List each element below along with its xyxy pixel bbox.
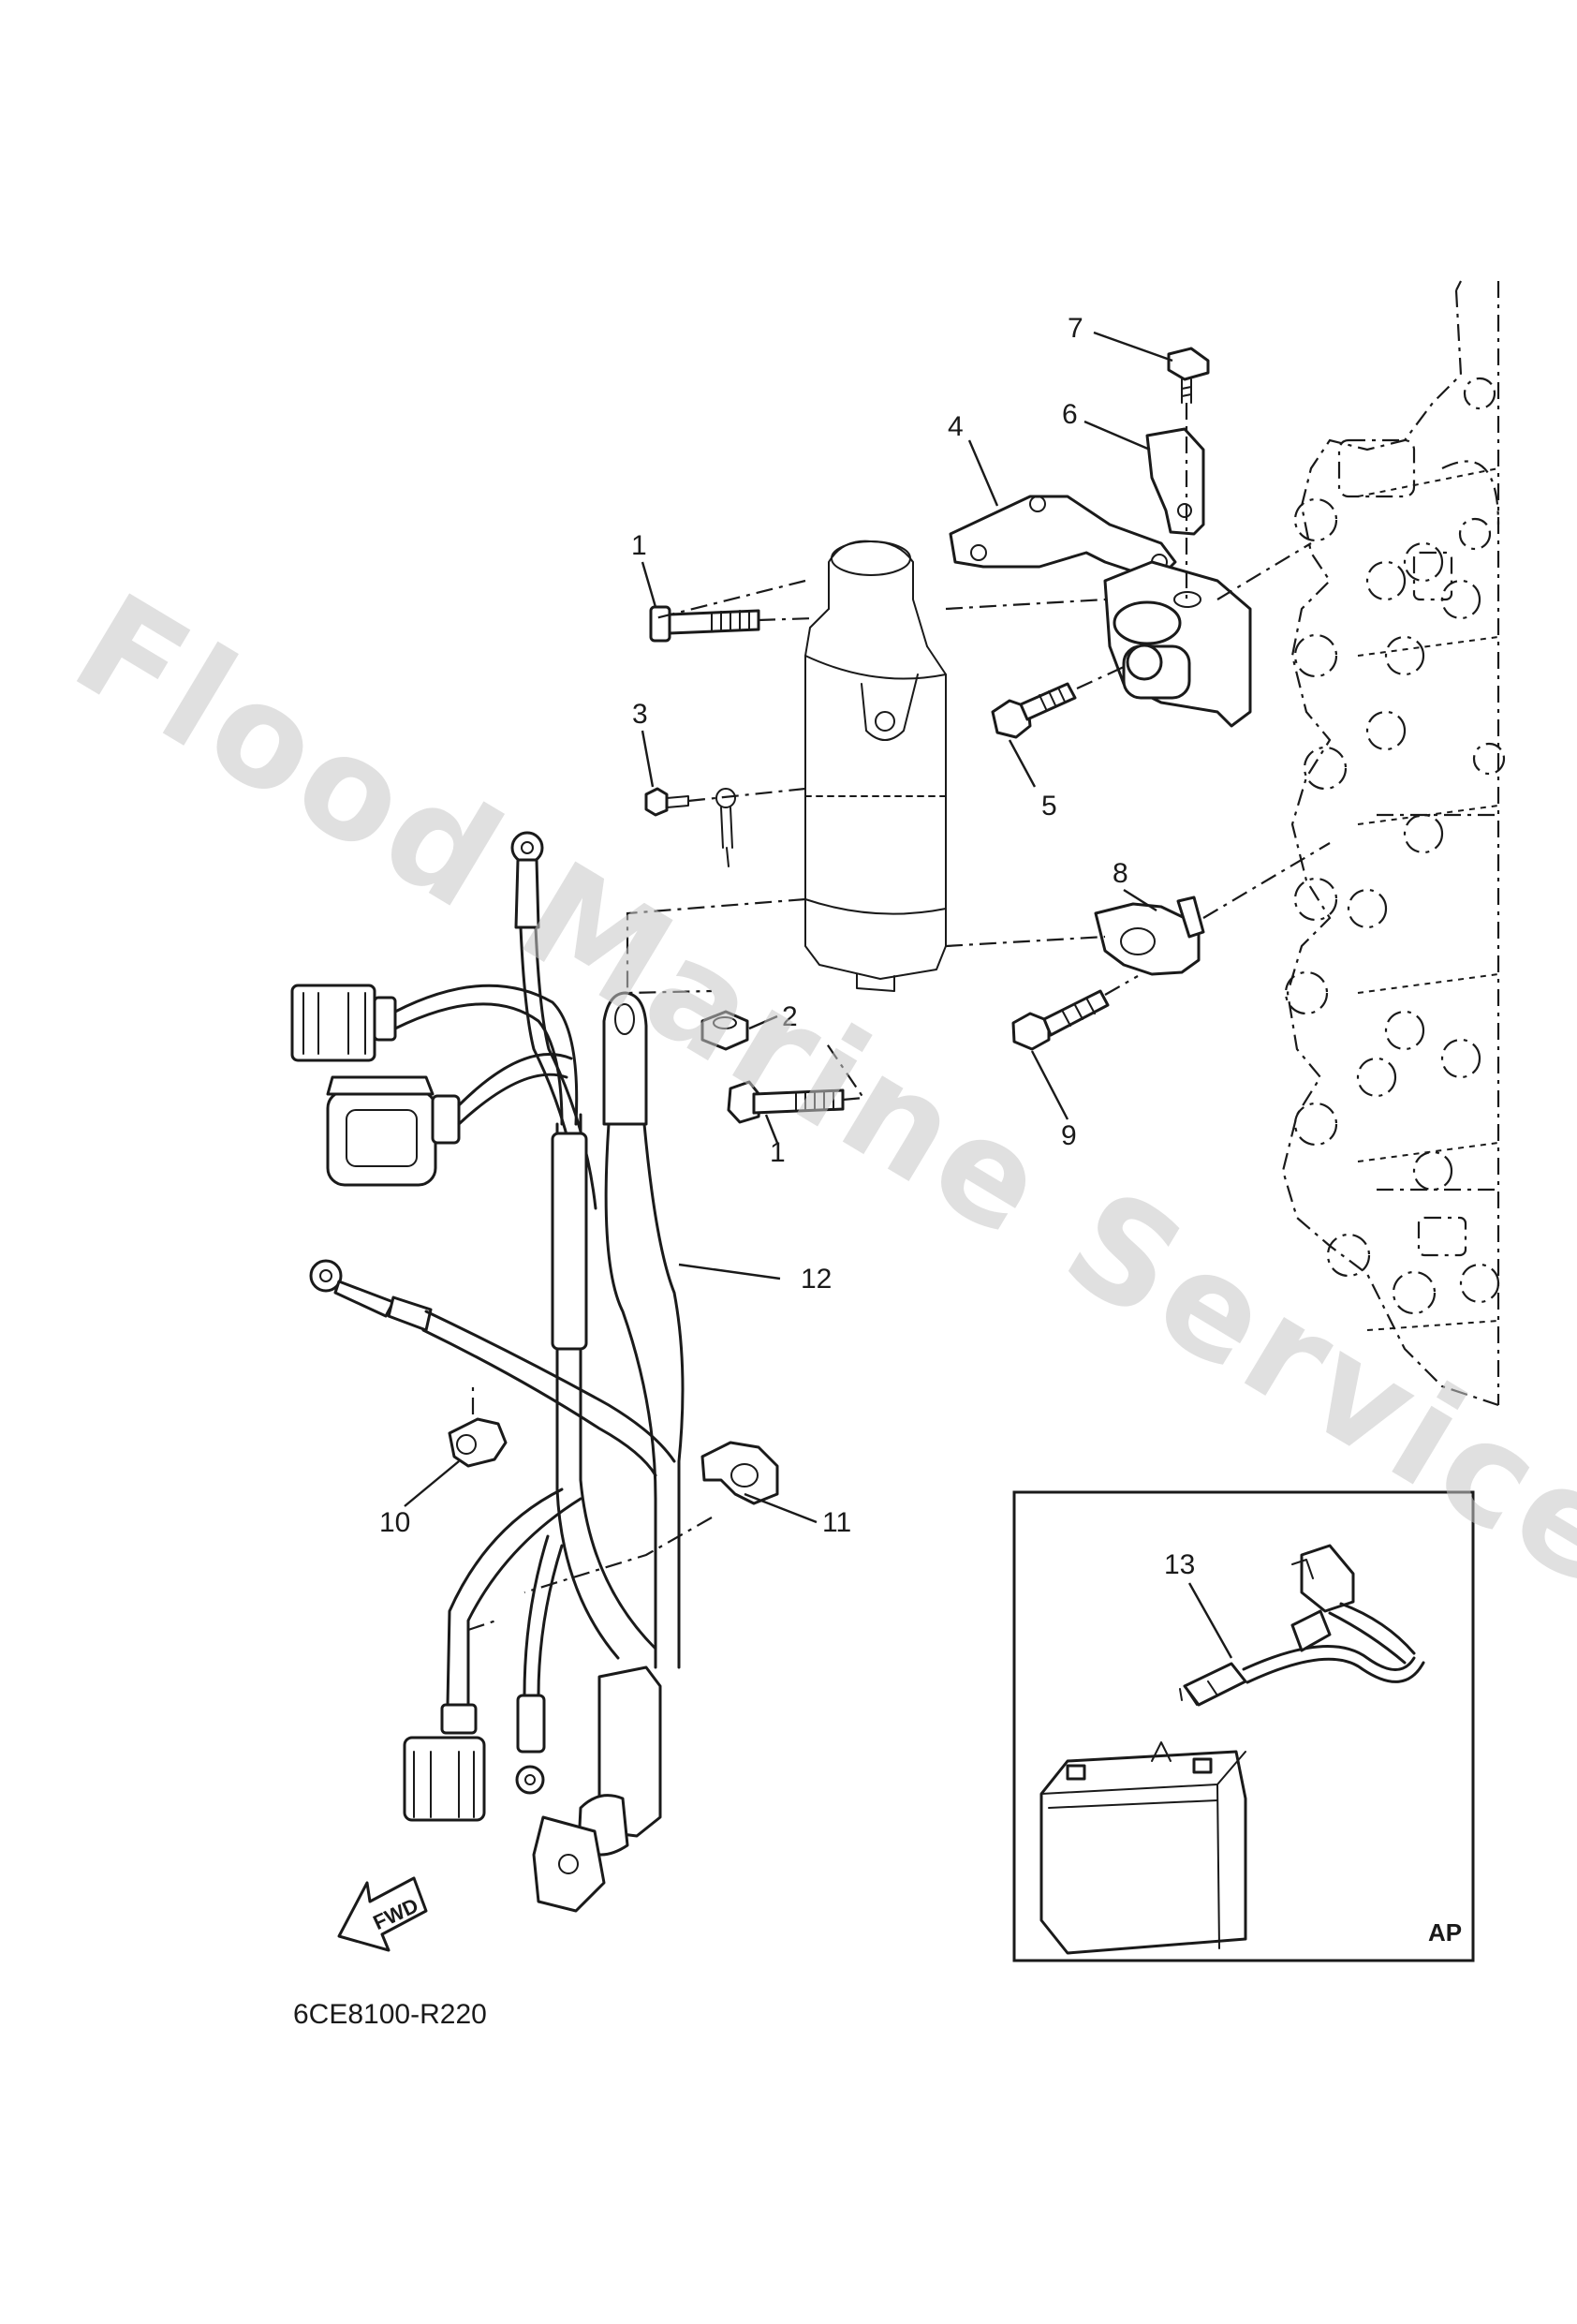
- clamp-8: [1094, 842, 1331, 976]
- bolt-9: [1011, 975, 1139, 1051]
- diagram-code: 6CE8100-R220: [293, 1999, 487, 2030]
- clamp-10: [448, 1386, 508, 1468]
- bolt-7: [1167, 347, 1210, 608]
- ground-lead: [309, 1259, 676, 1477]
- callout-5: 5: [1041, 791, 1057, 822]
- callout-4: 4: [948, 411, 964, 442]
- callout-11: 11: [822, 1507, 851, 1538]
- callout-7: 7: [1068, 313, 1083, 344]
- inset-tag: AP: [1428, 1918, 1462, 1947]
- screw-3: [644, 787, 806, 867]
- fwd-arrow: FWD: [337, 1876, 428, 1952]
- callout-3: 3: [632, 699, 648, 730]
- battery-cable-12: [532, 991, 685, 1913]
- callout-8: 8: [1113, 858, 1128, 889]
- wire-harness: [290, 831, 657, 1822]
- bolt-1-lower: [727, 1039, 865, 1124]
- engine-block: [1281, 280, 1506, 1407]
- callout-2: 2: [782, 1001, 798, 1032]
- inset-box: AP: [1012, 1490, 1475, 1962]
- watermark: Flood Marine Services: [48, 564, 1577, 1666]
- callout-12: 12: [801, 1264, 832, 1295]
- starter-motor: [804, 540, 947, 992]
- callout-9: 9: [1061, 1120, 1077, 1151]
- callout-6: 6: [1062, 399, 1078, 430]
- callout-leaders: [404, 331, 1233, 1659]
- nut-2: [700, 1010, 749, 1051]
- bolt-5: [991, 666, 1125, 739]
- callout-1-lower: 1: [770, 1137, 786, 1168]
- bolt-1-upper: [649, 605, 816, 643]
- bracket-6: [1145, 427, 1205, 536]
- callout-13: 13: [1164, 1549, 1195, 1580]
- bracket-4: [949, 495, 1177, 578]
- callout-10: 10: [379, 1507, 410, 1538]
- callout-1-upper: 1: [631, 530, 647, 561]
- clamp-11: [467, 1441, 779, 1632]
- starter-mount-block: [1103, 560, 1252, 728]
